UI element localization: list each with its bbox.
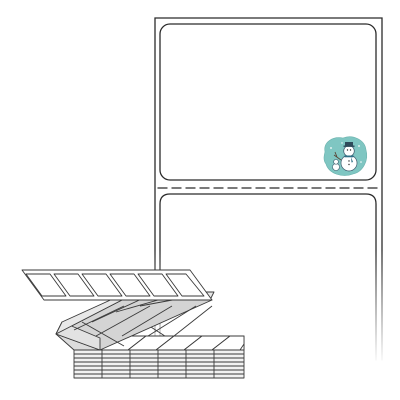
label-sheet [150, 17, 390, 365]
label-bottom [159, 193, 377, 361]
stack-top-strip [21, 269, 213, 301]
label-top [159, 23, 377, 181]
fanfold-stack [21, 269, 245, 379]
snowman-icon [323, 136, 368, 176]
liner-outline [154, 17, 383, 361]
